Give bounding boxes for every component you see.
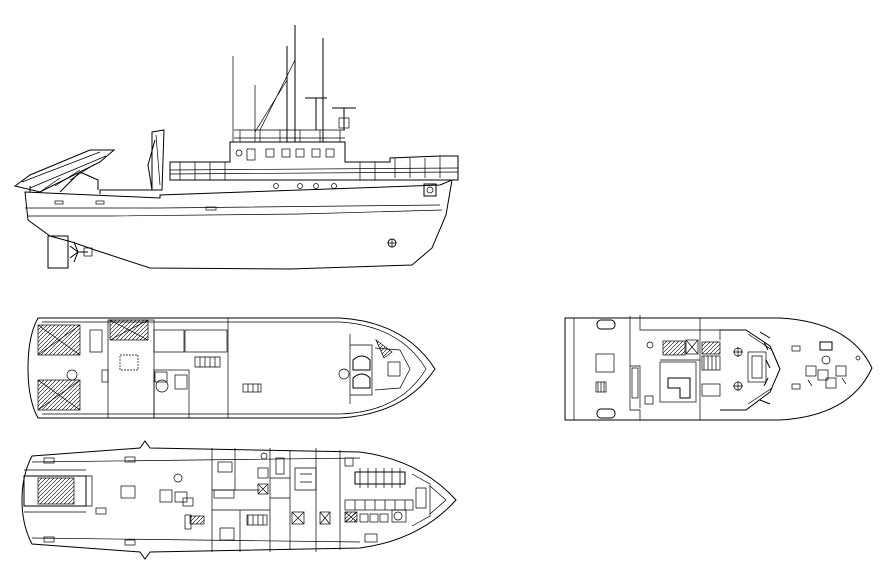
lower-deck-hull-outline [21,440,457,560]
hull-outline [24,179,453,270]
stern-a-frame [147,129,165,191]
stern-davit-ramp [13,149,116,193]
wheelhouse [720,329,781,411]
radar-antenna-2 [332,107,356,130]
propeller [69,241,88,263]
anchor-pocket [423,183,437,197]
lower-deck-plan [21,440,457,560]
trawl-winch [23,475,87,507]
profile-view [13,25,459,270]
aft-bulwark [29,186,160,194]
bridge-deck-outline [564,317,873,421]
main-deck-plan [27,317,436,419]
bridge-deck-plan [564,315,873,421]
mess-table [354,471,406,485]
rudder [47,235,69,269]
radar-antenna [305,97,327,130]
main-deckhouse [169,141,459,181]
main-deck-hull-outline [27,317,436,419]
